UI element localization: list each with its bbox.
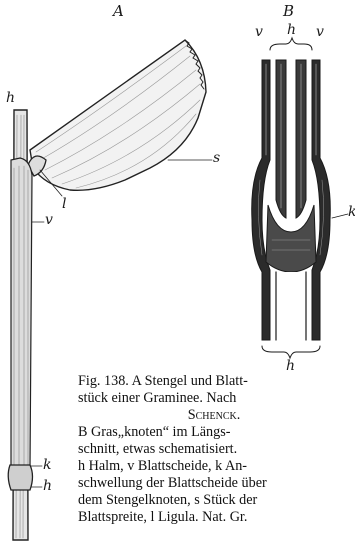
section-outer-left [252,60,270,340]
caption-line: schwellung der Blattscheide über [78,475,350,492]
caption-line: Fig. 138. A Stengel und Blatt- [78,373,350,390]
node-swelling [8,465,32,490]
label-a-s: s [213,150,220,166]
label-b-v-left: v [255,24,263,40]
caption-line: h Halm, v Blattscheide, k An- [78,458,350,475]
label-b-v-right: v [316,24,324,40]
caption-line: schnitt, etwas schematisiert. [78,441,350,458]
section-outer-right [312,60,330,340]
leaf-blade [30,40,206,190]
label-a-l: l [62,196,66,212]
label-a-h-top: h [6,90,15,106]
figure-caption: Fig. 138. A Stengel und Blatt- stück ein… [78,373,350,526]
label-a-h-bottom: h [43,478,52,494]
panel-b-drawing [252,38,348,358]
label-b-k: k [348,204,355,220]
section-node [266,205,316,272]
caption-line: B Gras„knoten“ im Längs- [78,424,350,441]
label-a-v: v [45,212,53,228]
caption-line: stück einer Graminee. Nach [78,390,350,407]
label-b-h-bottom: h [286,358,295,374]
caption-line: dem Stengelknoten, s Stück der [78,492,350,509]
caption-author: Schenck. [78,407,350,424]
caption-line: Blattspreite, l Ligula. Nat. Gr. [78,509,350,526]
label-b-h-top: h [287,22,296,38]
label-a-k: k [43,457,51,473]
